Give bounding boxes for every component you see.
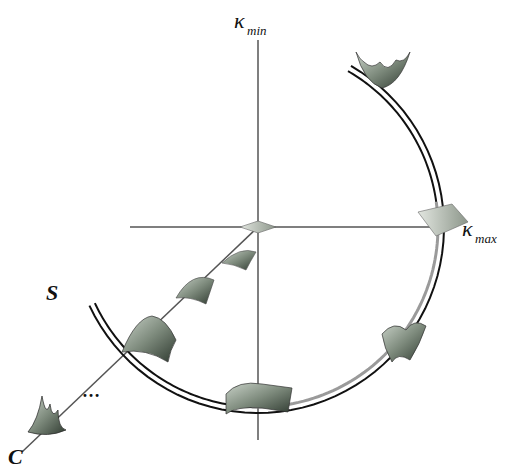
- circle-arc: [89, 66, 444, 413]
- shallow-cap: [222, 250, 256, 270]
- monkey-saddle: [356, 52, 410, 88]
- medium-cap: [176, 277, 214, 304]
- axis-subscript: max: [475, 232, 497, 245]
- axis-symbol: κ: [234, 10, 245, 32]
- plane-patch: [418, 204, 468, 236]
- s-circle: [89, 66, 444, 413]
- saddle-patch: [382, 323, 426, 362]
- sharp-peak: [28, 396, 66, 435]
- round-cap: [122, 316, 176, 362]
- axis-subscript: min: [247, 24, 267, 37]
- axis-label: C: [8, 446, 23, 468]
- cylinder-patch: [226, 383, 292, 414]
- ellipsis-mark: …: [82, 382, 100, 400]
- kmin-axis: [257, 40, 259, 440]
- circle-arc: [252, 202, 438, 407]
- c-axis: [22, 227, 258, 452]
- kmax-axis: [130, 226, 452, 228]
- circle-label: S: [46, 282, 58, 304]
- flat-plane: [240, 221, 276, 233]
- axis-symbol: κ: [462, 218, 473, 240]
- circle-arc: [348, 71, 436, 202]
